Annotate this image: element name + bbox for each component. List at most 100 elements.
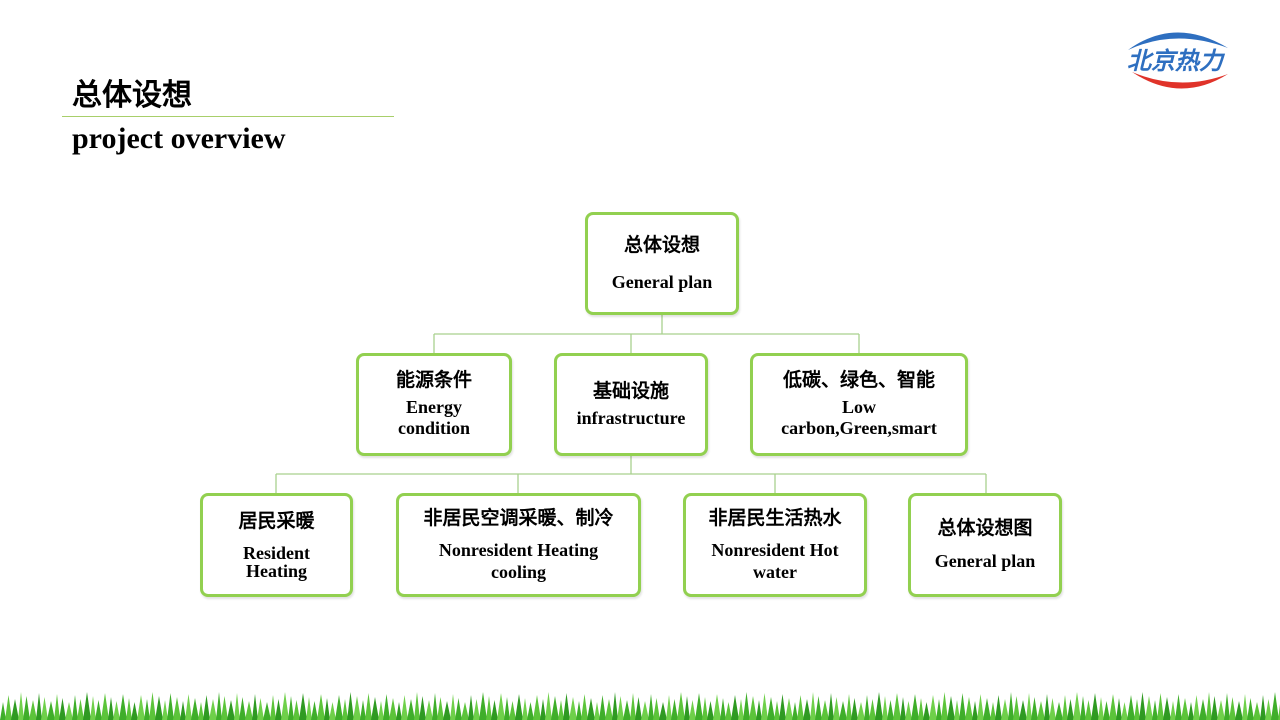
grass-blade (540, 699, 546, 720)
grass-blade (612, 692, 618, 720)
grass-blade (990, 702, 996, 720)
grass-blade (270, 695, 276, 720)
grass-blade (365, 693, 372, 720)
grass-blade (245, 701, 253, 720)
grass-blade (1217, 700, 1225, 720)
grass-blade (90, 696, 96, 720)
grass-blade (77, 699, 84, 720)
logo-bottom-arc (1132, 72, 1228, 89)
grass-blade (851, 698, 858, 720)
grass-blade (1019, 700, 1027, 720)
grass-blade (821, 700, 829, 720)
grass-blade (792, 702, 798, 720)
grass-blade (221, 696, 228, 720)
grass-blade (1080, 696, 1086, 720)
grass-blade (137, 695, 145, 720)
grass-blade (587, 698, 595, 720)
grass-blade (522, 698, 528, 720)
grass-blade (23, 696, 30, 720)
node-label-zh: 低碳、绿色、智能 (782, 369, 935, 392)
grass-blade (1193, 695, 1200, 720)
grass-blade (839, 701, 847, 720)
grass-blade (288, 696, 294, 720)
grass-blade (720, 698, 726, 720)
grass-blade (527, 702, 534, 720)
grass-blade (828, 693, 834, 720)
grass-blade (1127, 695, 1135, 720)
grass-blade (689, 700, 696, 720)
grass-blade (329, 702, 336, 720)
grass-blade (671, 699, 678, 720)
grass-blade (635, 697, 642, 720)
node-label-zh: 非居民生活热水 (708, 506, 842, 529)
grass-blade (605, 699, 613, 720)
page-title-en: project overview (72, 122, 286, 155)
grass-blade (563, 693, 570, 720)
grass-blade (1085, 700, 1092, 720)
grass-blade (918, 698, 924, 720)
grass-blade (203, 695, 210, 720)
grass-blade (234, 693, 240, 720)
grass-blade (257, 698, 264, 720)
grass-blade (941, 692, 948, 720)
grass-blade (275, 699, 282, 720)
grass-blade (162, 700, 168, 720)
grass-blade (167, 693, 174, 720)
grass-blade (47, 701, 55, 720)
grass-blade (797, 695, 804, 720)
grass-blade (923, 702, 930, 720)
grass-blade (5, 695, 12, 720)
grass-blade (983, 698, 991, 720)
grass-blade (648, 694, 654, 720)
node-label-zh: 非居民空调采暖、制冷 (423, 506, 614, 529)
grass-blade (677, 692, 685, 720)
grass-blade (641, 701, 649, 720)
grass-blade (113, 701, 120, 720)
grass-blade (216, 692, 222, 720)
grass-blade (54, 694, 60, 720)
node-general-plan: 总体设想 General plan (585, 212, 739, 315)
grass-blade (1260, 695, 1266, 720)
grass-blade (569, 697, 577, 720)
grass-blade (965, 697, 973, 720)
grass-blade (59, 698, 66, 720)
grass-blade (731, 695, 739, 720)
grass-blade (450, 694, 456, 720)
logo-text: 北京热力 (1127, 47, 1226, 75)
grass-blade (191, 698, 199, 720)
grass-blade (599, 695, 606, 720)
grass-blade (437, 697, 444, 720)
grass-blade (911, 694, 919, 720)
grass-blade (594, 702, 600, 720)
grass-blade (1229, 697, 1236, 720)
grass-blade (455, 698, 462, 720)
grass-blade (1265, 699, 1272, 720)
grass-blade (126, 698, 132, 720)
grass-blade (371, 697, 379, 720)
grass-blade (869, 699, 876, 720)
grass-blade (1062, 695, 1068, 720)
grass-blade (774, 701, 780, 720)
grass-blade (281, 692, 289, 720)
grass-blade (623, 700, 631, 720)
grass-blade (1073, 692, 1081, 720)
grass-blade (954, 700, 960, 720)
grass-blade (383, 694, 390, 720)
node-label-en: Resident Heating (243, 542, 310, 581)
grass-blade (65, 702, 73, 720)
grass-blade (72, 695, 78, 720)
grass-blade (311, 701, 318, 720)
page-title-zh: 总体设想 (72, 78, 192, 113)
grass-blade (306, 697, 312, 720)
node-label-en: General plan (611, 271, 713, 292)
grass-blade (1242, 694, 1248, 720)
grass-blade (545, 692, 552, 720)
grass-blade (41, 697, 48, 720)
grass-blade (1211, 696, 1218, 720)
grass-blade (239, 697, 246, 720)
grass-blade (533, 695, 541, 720)
grass-blade (1253, 702, 1261, 720)
grass-blade (785, 698, 793, 720)
grass-blade (324, 698, 330, 720)
